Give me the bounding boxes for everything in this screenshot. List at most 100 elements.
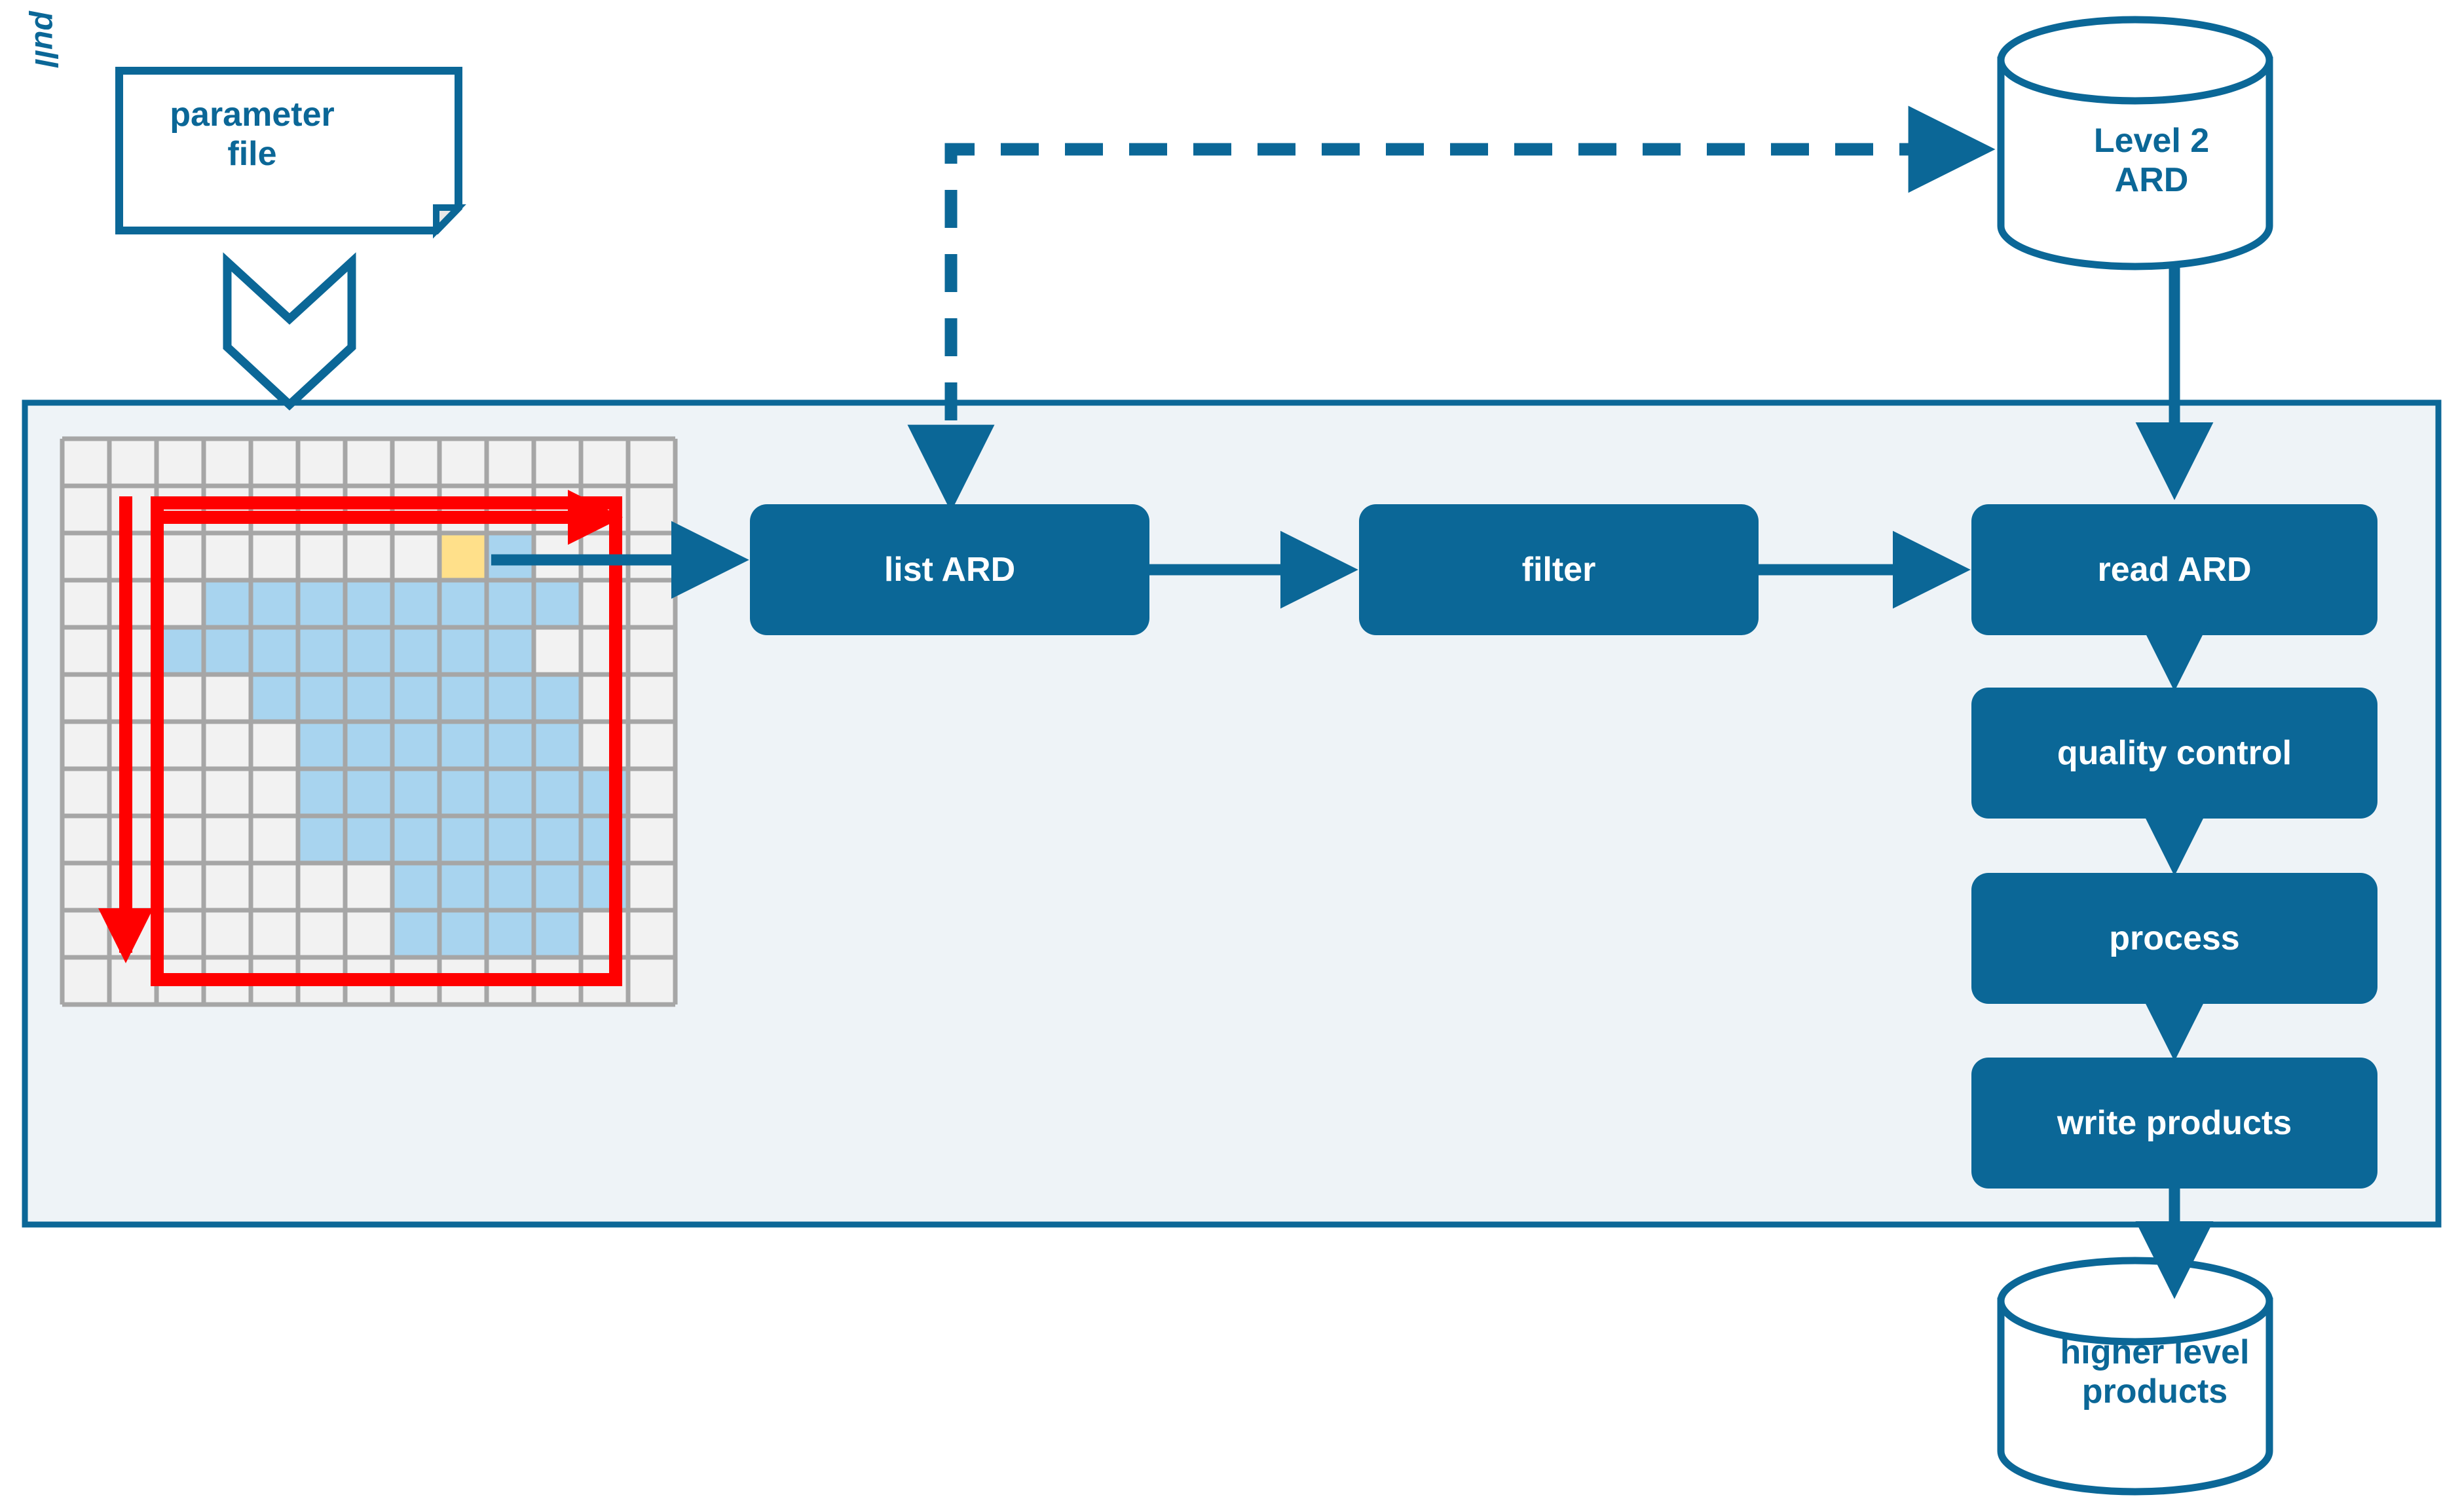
grid-cell <box>157 910 204 957</box>
grid-cell <box>157 722 204 769</box>
grid-cell <box>628 486 675 533</box>
grid-cell <box>157 816 204 863</box>
grid-cell <box>298 816 345 863</box>
grid-cell <box>298 533 345 580</box>
grid-cell <box>251 580 298 627</box>
grid-cell <box>109 863 157 910</box>
grid-cell <box>345 816 392 863</box>
grid-cell <box>62 863 109 910</box>
grid-cell <box>534 769 581 816</box>
grid-cell <box>157 439 204 486</box>
grid-cell <box>628 769 675 816</box>
grid-cell <box>251 769 298 816</box>
grid-cell <box>298 722 345 769</box>
grid-cell <box>157 674 204 722</box>
grid-cell <box>487 722 534 769</box>
grid-cell <box>487 439 534 486</box>
grid-cell <box>298 627 345 674</box>
grid-cell <box>62 674 109 722</box>
grid-cell <box>392 816 439 863</box>
grid-cell <box>62 816 109 863</box>
node-process <box>1971 873 2377 1004</box>
grid-cell <box>251 439 298 486</box>
grid-cell <box>628 863 675 910</box>
grid-cell <box>581 439 628 486</box>
grid-cell <box>157 627 204 674</box>
grid-cell <box>62 627 109 674</box>
quality-control-label[interactable]: quality control <box>2057 734 2292 772</box>
grid-cell <box>487 580 534 627</box>
grid-cell <box>109 957 157 1005</box>
grid-cell <box>109 722 157 769</box>
grid-cell <box>439 580 487 627</box>
process-label[interactable]: process <box>2109 919 2240 957</box>
grid-cell <box>345 674 392 722</box>
node-list-ard <box>750 504 1149 635</box>
grid-cell <box>534 816 581 863</box>
grid-cell <box>298 674 345 722</box>
parameter-file-chevron-icon <box>223 252 356 411</box>
grid-cell <box>62 533 109 580</box>
write-products-label[interactable]: write products <box>2057 1104 2292 1142</box>
node-higher-level-products <box>1997 1257 2273 1496</box>
grid-cell <box>345 910 392 957</box>
grid-cell <box>392 674 439 722</box>
grid-cell <box>628 910 675 957</box>
grid-cell <box>298 439 345 486</box>
higher-level-products-text: higher level products <box>2060 1333 2250 1411</box>
grid-cell <box>109 627 157 674</box>
grid-cell <box>392 627 439 674</box>
grid-cell <box>204 627 251 674</box>
node-level2-ard <box>1997 16 2273 270</box>
grid-cell <box>62 486 109 533</box>
parameter-file-label: parameter file <box>115 85 390 183</box>
grid-cell <box>109 486 157 533</box>
grid-cell <box>204 533 251 580</box>
grid-cell <box>251 674 298 722</box>
parameter-file-node <box>115 67 466 239</box>
grid-cell <box>392 580 439 627</box>
grid-cell <box>439 439 487 486</box>
read-ard-label[interactable]: read ARD <box>2097 551 2252 589</box>
grid-cell <box>487 816 534 863</box>
grid-cell <box>204 816 251 863</box>
grid-cell <box>251 627 298 674</box>
grid-cell <box>109 910 157 957</box>
grid-cell <box>345 439 392 486</box>
grid-cell <box>109 439 157 486</box>
filter-label[interactable]: filter <box>1521 551 1596 589</box>
grid-cell <box>392 910 439 957</box>
grid-cell <box>298 580 345 627</box>
grid-cell <box>204 722 251 769</box>
grid-cell <box>628 439 675 486</box>
grid-cell <box>109 674 157 722</box>
list-ard-label[interactable]: list ARD <box>884 551 1016 589</box>
grid-cell <box>487 674 534 722</box>
grid-cell <box>345 769 392 816</box>
grid-cell <box>628 722 675 769</box>
grid-cell <box>109 769 157 816</box>
grid-cell <box>298 863 345 910</box>
grid-cell <box>487 769 534 816</box>
grid-cell <box>439 863 487 910</box>
grid-cell <box>439 674 487 722</box>
grid-cell <box>534 674 581 722</box>
grid-cell <box>204 910 251 957</box>
grid-cell <box>392 439 439 486</box>
grid-cell <box>439 816 487 863</box>
node-filter <box>1359 504 1759 635</box>
grid-cell <box>628 627 675 674</box>
grid-cell <box>439 769 487 816</box>
scan-path-overlay <box>98 490 623 986</box>
grid-cell <box>157 769 204 816</box>
parameter-file-text: parameter file <box>170 95 335 173</box>
grid-cell <box>392 722 439 769</box>
edge-dashed-to-level2-ard <box>944 105 1996 485</box>
grid-cell <box>157 863 204 910</box>
grid-cell <box>345 722 392 769</box>
grid-cell <box>534 439 581 486</box>
grid-cell <box>251 533 298 580</box>
grid-cell <box>345 627 392 674</box>
grid-cell <box>204 439 251 486</box>
